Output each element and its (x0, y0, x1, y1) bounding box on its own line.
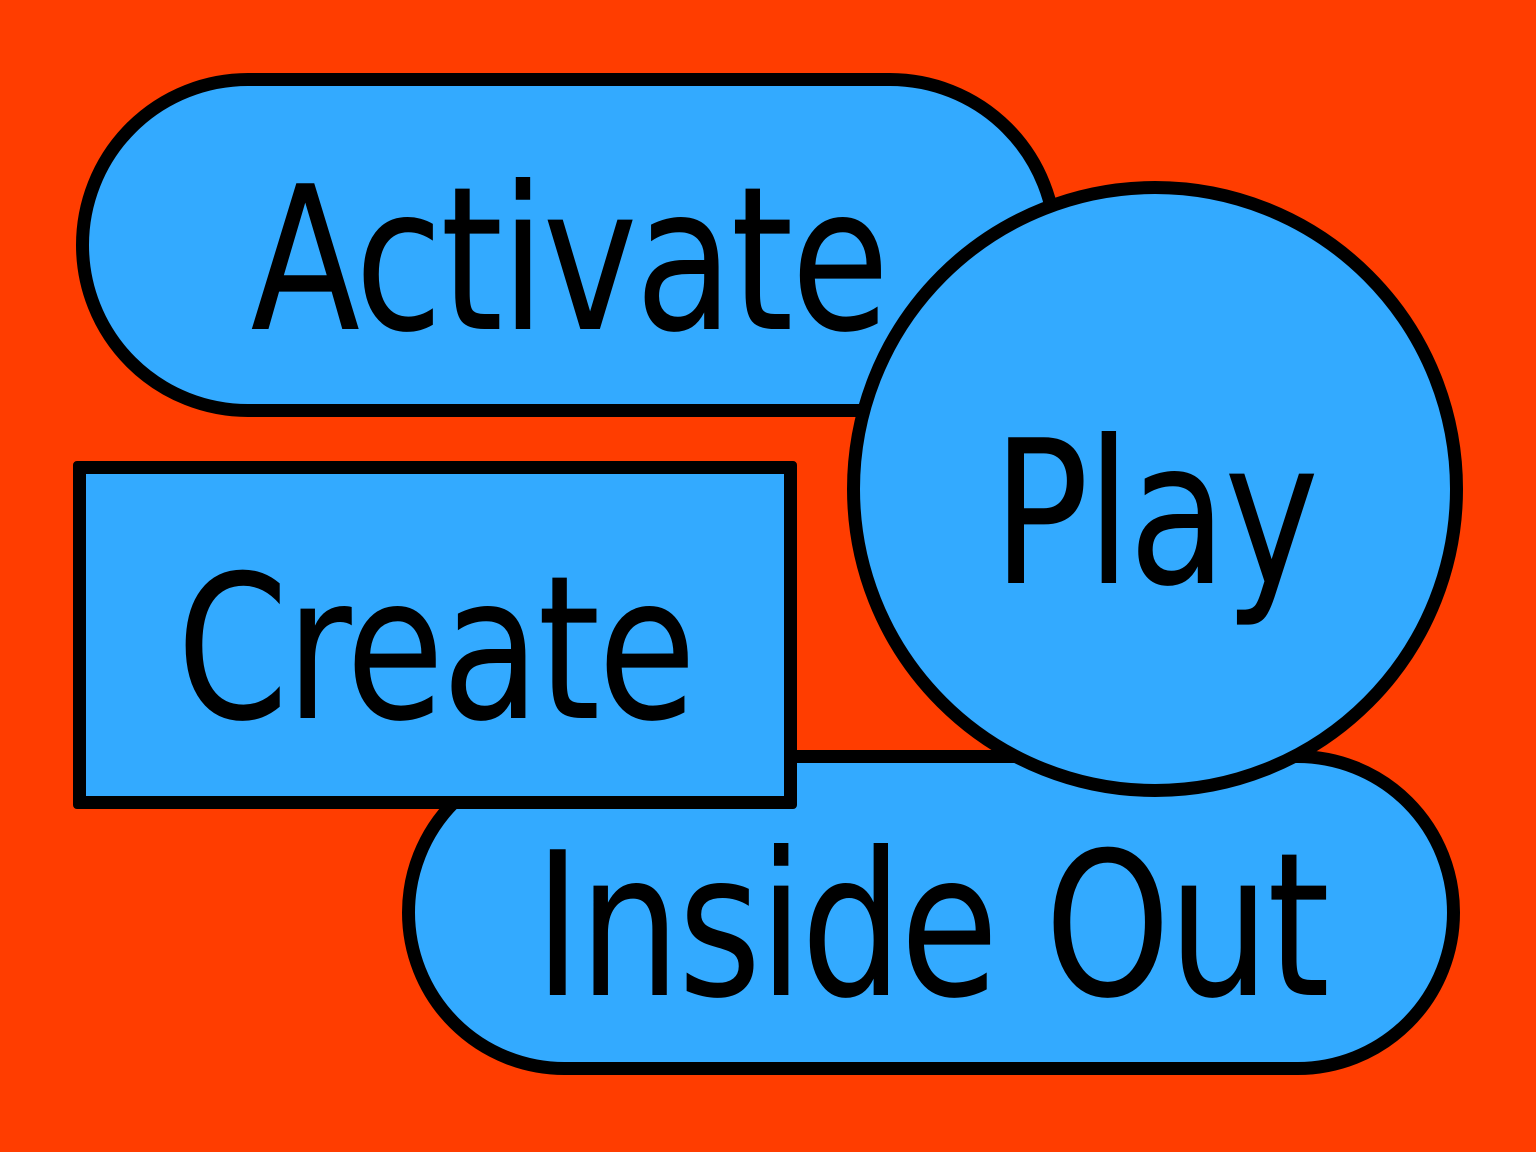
create-label: Create (176, 533, 696, 766)
inside-out-label: Inside Out (534, 809, 1330, 1043)
play-circle-shape: Play (847, 181, 1463, 797)
play-label: Play (992, 398, 1319, 631)
create-rectangle-shape: Create (73, 461, 797, 809)
activate-label: Activate (250, 144, 890, 377)
